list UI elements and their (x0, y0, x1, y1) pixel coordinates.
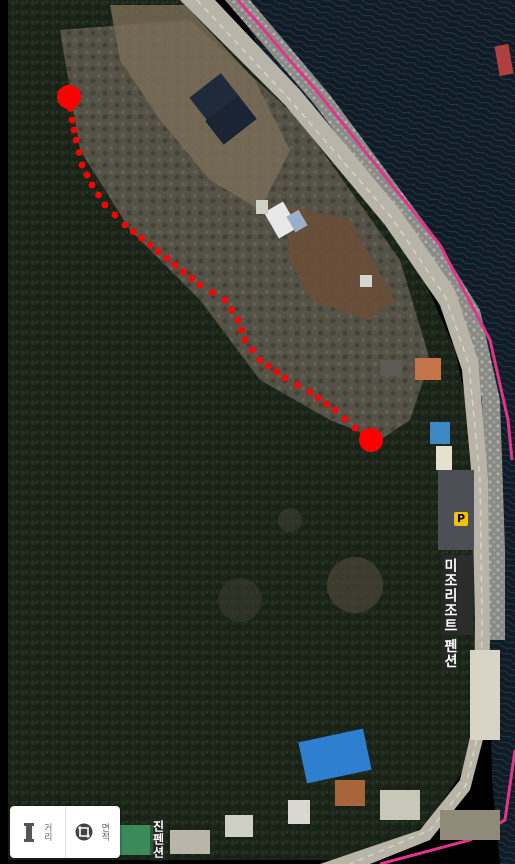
route-dot (179, 268, 187, 276)
place-label[interactable]: 미조리조트 펜션 (441, 555, 458, 672)
route-dot (238, 326, 245, 334)
route-dot (323, 400, 331, 408)
building (436, 446, 452, 470)
ruler-icon (23, 823, 34, 842)
route-dot (78, 161, 86, 169)
building (263, 201, 299, 239)
solar-panel (205, 95, 257, 145)
building (430, 422, 450, 444)
route-dot (154, 248, 162, 256)
route-dot (306, 388, 314, 396)
route-dot (281, 374, 289, 382)
boundary-line (236, 0, 514, 461)
route-dot (221, 296, 229, 304)
route-dot (273, 368, 281, 376)
clearing-patch (327, 557, 383, 613)
route-dot (163, 254, 171, 262)
route-dot (234, 316, 242, 324)
route-dot (188, 274, 196, 282)
parking-lot (438, 470, 474, 550)
building (470, 650, 500, 740)
route-dot (72, 136, 80, 144)
route-start-marker[interactable] (57, 85, 81, 109)
route-dot (101, 201, 109, 209)
parking-icon: P (454, 512, 468, 526)
building (225, 815, 253, 837)
blue-roof-building (298, 728, 372, 784)
solar-panel (189, 73, 241, 123)
route-path[interactable] (67, 105, 375, 444)
building (380, 790, 420, 820)
route-dot (75, 149, 83, 156)
building (288, 800, 310, 824)
place-label-bottom[interactable]: 진펜션 (150, 818, 165, 861)
route-dot (138, 234, 146, 242)
clearing-patch (218, 578, 262, 622)
route-dot (70, 126, 78, 134)
building (256, 200, 268, 214)
area-button[interactable]: 면적 (66, 806, 121, 858)
route-dot (129, 228, 137, 236)
building (115, 825, 153, 855)
route-dot (351, 424, 359, 432)
route-dot (249, 346, 256, 354)
route-dot (146, 241, 154, 249)
road-centerline (196, 0, 483, 864)
building (380, 360, 402, 376)
route-dot (95, 191, 102, 199)
area-icon (75, 823, 93, 841)
route-dot (83, 171, 91, 179)
route-dot (294, 381, 301, 389)
route-dot (264, 362, 272, 370)
building (170, 830, 210, 854)
route-dot (171, 261, 179, 269)
route-dot (331, 406, 339, 414)
route-dot (88, 181, 96, 189)
brown-plot (285, 205, 395, 320)
route-dot (256, 356, 264, 364)
boat (494, 44, 514, 76)
route-dot (228, 306, 235, 314)
route-dot (341, 415, 349, 423)
building (415, 358, 441, 380)
building (335, 780, 365, 806)
ruler-label: 거리 (41, 823, 52, 841)
ruler-button[interactable]: 거리 (10, 806, 66, 858)
route-end-marker[interactable] (359, 428, 383, 452)
building (286, 209, 308, 233)
route-dot (196, 281, 204, 289)
route-dot (111, 211, 119, 219)
route-dot (209, 289, 216, 296)
rocky-slope (60, 20, 430, 440)
building (360, 275, 372, 287)
clearing-patch (278, 508, 302, 532)
area-label: 면적 (99, 823, 110, 841)
pier (440, 810, 500, 840)
sea (235, 0, 515, 864)
route-dot (314, 394, 322, 402)
route-dot (121, 221, 129, 229)
route-dot (241, 336, 249, 344)
route-dot (68, 116, 76, 124)
measure-controls: 거리 면적 (10, 806, 120, 858)
